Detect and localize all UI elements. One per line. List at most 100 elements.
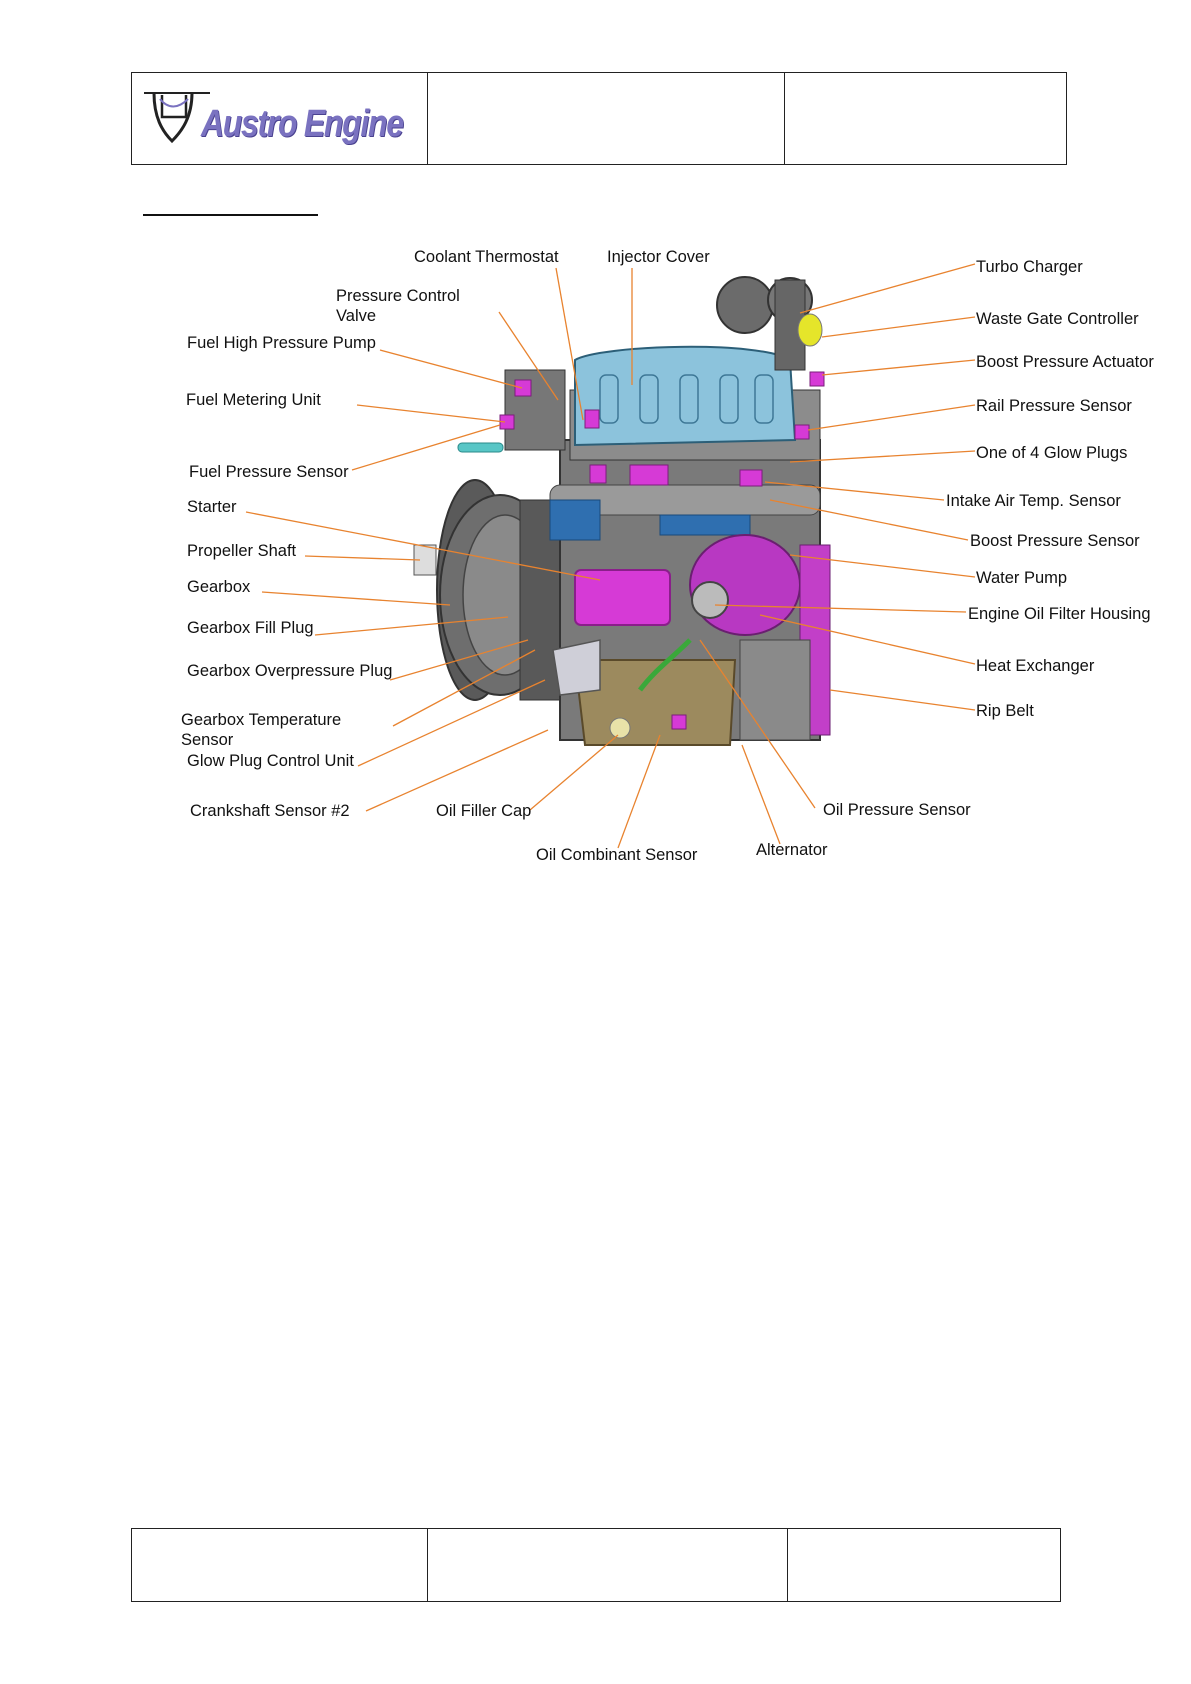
label-oil-filler-cap: Oil Filler Cap [436, 802, 531, 820]
label-fuel-metering-unit: Fuel Metering Unit [186, 391, 321, 409]
label-line: Sensor [181, 731, 234, 749]
label-line: Turbo Charger [976, 258, 1083, 276]
leader-line-gearbox [261, 591, 451, 606]
leader-line-propeller-shaft [304, 555, 421, 561]
engine-illustration [413, 276, 831, 746]
label-rail-pressure-sensor: Rail Pressure Sensor [976, 397, 1132, 415]
label-starter: Starter [187, 498, 237, 516]
label-line: Glow Plug Control Unit [187, 752, 354, 770]
label-line: Waste Gate Controller [976, 310, 1139, 328]
label-line: One of 4 Glow Plugs [976, 444, 1127, 462]
leader-line-rail-pressure-sensor [807, 404, 976, 431]
label-line: Intake Air Temp. Sensor [946, 492, 1121, 510]
label-oil-combinant-sensor: Oil Combinant Sensor [536, 846, 698, 864]
label-glow-plug-control-unit: Glow Plug Control Unit [187, 752, 354, 770]
leader-line-rip-belt [829, 689, 976, 711]
label-fuel-high-pressure-pump: Fuel High Pressure Pump [187, 334, 376, 352]
label-engine-oil-filter-housing: Engine Oil Filter Housing [968, 605, 1151, 623]
label-line: Water Pump [976, 569, 1067, 587]
label-line: Engine Oil Filter Housing [968, 605, 1151, 623]
label-fuel-pressure-sensor: Fuel Pressure Sensor [189, 463, 349, 481]
label-line: Rip Belt [976, 702, 1034, 720]
leader-line-crankshaft-sensor-2 [365, 729, 549, 812]
label-gearbox-overpressure-plug: Gearbox Overpressure Plug [187, 662, 392, 680]
leader-line-fuel-metering-unit [356, 404, 506, 423]
label-water-pump: Water Pump [976, 569, 1067, 587]
label-boost-pressure-actuator: Boost Pressure Actuator [976, 353, 1154, 371]
footer-table [131, 1528, 1061, 1602]
label-one-of-4-glow-plugs: One of 4 Glow Plugs [976, 444, 1127, 462]
leader-line-engine-oil-filter-housing [714, 604, 967, 613]
leader-line-gearbox-temperature-sensor [392, 649, 536, 727]
leader-line-heat-exchanger [759, 614, 976, 665]
label-turbo-charger: Turbo Charger [976, 258, 1083, 276]
leader-line-waste-gate-controller [821, 316, 976, 338]
label-line: Starter [187, 498, 237, 516]
label-heat-exchanger: Heat Exchanger [976, 657, 1095, 675]
austro-engine-logo: Austro Engine [201, 103, 404, 145]
header-table: Austro Engine [131, 72, 1067, 165]
leader-line-one-of-4-glow-plugs [789, 450, 976, 463]
leader-line-boost-pressure-sensor [769, 499, 969, 541]
leader-line-boost-pressure-actuator [821, 359, 976, 376]
austro-engine-emblem-icon [144, 92, 210, 144]
footer-cell-2 [428, 1529, 788, 1601]
leader-line-alternator [741, 744, 781, 845]
footer-cell-1 [132, 1529, 428, 1601]
label-boost-pressure-sensor: Boost Pressure Sensor [970, 532, 1140, 550]
label-oil-pressure-sensor: Oil Pressure Sensor [823, 801, 971, 819]
label-crankshaft-sensor-2: Crankshaft Sensor #2 [190, 802, 350, 820]
label-propeller-shaft: Propeller Shaft [187, 542, 297, 560]
label-waste-gate-controller: Waste Gate Controller [976, 310, 1139, 328]
label-line: Fuel High Pressure Pump [187, 334, 376, 352]
label-line: Alternator [756, 841, 828, 859]
label-line: Gearbox [187, 578, 251, 596]
label-line: Oil Combinant Sensor [536, 846, 698, 864]
leader-line-glow-plug-control-unit [357, 679, 546, 767]
label-gearbox-fill-plug: Gearbox Fill Plug [187, 619, 314, 637]
label-line: Fuel Metering Unit [186, 391, 321, 409]
label-gearbox: Gearbox [187, 578, 251, 596]
leader-line-gearbox-overpressure-plug [389, 639, 529, 681]
label-line: Gearbox Overpressure Plug [187, 662, 392, 680]
leader-line-oil-combinant-sensor [617, 734, 661, 849]
header-title-cell [428, 73, 785, 164]
label-line: Gearbox Temperature [181, 711, 341, 729]
label-rip-belt: Rip Belt [976, 702, 1034, 720]
label-line: Coolant Thermostat [414, 248, 559, 266]
label-line: Crankshaft Sensor #2 [190, 802, 350, 820]
label-line: Oil Pressure Sensor [823, 801, 971, 819]
label-line: Valve [336, 307, 376, 325]
leader-line-oil-filler-cap [529, 734, 619, 811]
label-line: Oil Filler Cap [436, 802, 531, 820]
label-line: Heat Exchanger [976, 657, 1095, 675]
label-line: Rail Pressure Sensor [976, 397, 1132, 415]
label-coolant-thermostat: Coolant Thermostat [414, 248, 559, 266]
label-line: Boost Pressure Sensor [970, 532, 1140, 550]
label-intake-air-temp-sensor: Intake Air Temp. Sensor [946, 492, 1121, 510]
leader-line-fuel-pressure-sensor [351, 424, 501, 471]
leader-line-water-pump [789, 554, 976, 578]
leader-lines [245, 263, 976, 849]
label-line: Gearbox Fill Plug [187, 619, 314, 637]
label-injector-cover: Injector Cover [607, 248, 710, 266]
leader-line-turbo-charger [799, 263, 976, 314]
header-logo-cell: Austro Engine [132, 73, 428, 164]
section-heading-underline [143, 214, 318, 216]
label-line: Boost Pressure Actuator [976, 353, 1154, 371]
leader-line-gearbox-fill-plug [314, 616, 509, 636]
leader-line-oil-pressure-sensor [699, 639, 816, 809]
leader-line-fuel-high-pressure-pump [379, 349, 523, 389]
label-line: Pressure Control [336, 287, 460, 305]
label-line: Fuel Pressure Sensor [189, 463, 349, 481]
leader-line-coolant-thermostat [555, 267, 584, 421]
leader-line-pressure-control-valve [498, 311, 559, 401]
leader-line-starter [245, 511, 601, 581]
label-line: Injector Cover [607, 248, 710, 266]
leader-line-intake-air-temp-sensor [764, 481, 945, 501]
label-line: Propeller Shaft [187, 542, 297, 560]
